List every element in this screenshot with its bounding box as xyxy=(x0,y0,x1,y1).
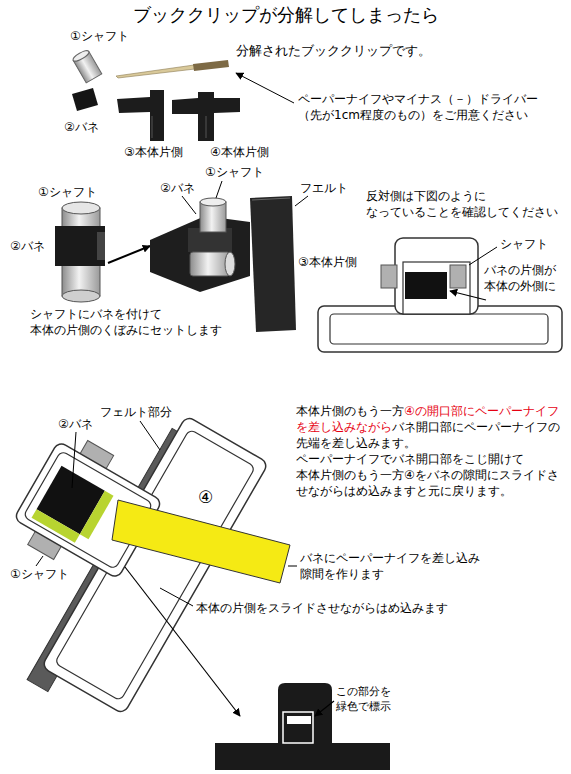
part-label: ②バネ xyxy=(58,416,93,432)
note-text: ペーパーナイフやマイナス（－）ドライバー （先が1cm程度のもの）をご用意くださ… xyxy=(298,91,540,123)
part-label: フェルト部分 xyxy=(100,404,172,420)
note-text: 分解されたブッククリップです。 xyxy=(236,42,431,59)
shaft-tab xyxy=(381,265,397,288)
groove xyxy=(152,116,153,138)
shaft-bolt xyxy=(190,252,230,276)
marked-area xyxy=(287,716,311,724)
assembled-half-photo xyxy=(150,196,296,332)
instruction-text: ペーパーナイフでバネ開口部をこじ開けて xyxy=(296,451,564,467)
shaft-end xyxy=(62,202,100,214)
shaft-end xyxy=(62,290,100,302)
instruction-text: 本体片側のもう一方 xyxy=(296,404,404,418)
part-label: ①シャフト xyxy=(205,164,264,180)
leader-line xyxy=(216,181,222,198)
part-label: フエルト xyxy=(300,180,348,196)
knife-handle xyxy=(193,60,229,71)
felt-bar xyxy=(250,196,296,332)
shaft-tab xyxy=(450,265,466,288)
knife-blade xyxy=(116,65,195,78)
leader-line xyxy=(288,566,297,567)
marked-area xyxy=(283,712,313,743)
note-text: 本体の片側をスライドさせながらはめ込みます xyxy=(196,600,448,616)
leader-line xyxy=(182,196,196,214)
shaft-end xyxy=(225,252,235,276)
pointer-arrow xyxy=(125,567,240,716)
instruction-text: 本体片側のもう一方④をバネの隙間にスライドさせながらはめ込みますと元に戻ります。 xyxy=(296,467,564,499)
note-text: 反対側は下図のように なっていることを確認してください xyxy=(366,188,560,220)
spring xyxy=(55,226,105,266)
spring-green-mark xyxy=(32,509,80,543)
page-title: ブッククリップが分解してしまったら xyxy=(0,3,571,27)
note-text: バネにペーパーナイフを差し込み 隙間を作ります xyxy=(300,550,482,582)
instruction-paragraph: 本体片側のもう一方④の開口部にペーパーナイフを差し込みながらバネ開口部にペーパー… xyxy=(296,403,564,499)
note-text: バネの片側が 本体の外側に xyxy=(484,262,558,294)
note-text: この部分を 緑色で標示 xyxy=(336,684,393,714)
spring xyxy=(405,272,447,299)
leader-line xyxy=(36,556,43,566)
spring-edge xyxy=(97,232,105,260)
part-label: ③本体片側 xyxy=(124,144,183,160)
leader-line xyxy=(160,588,193,606)
spring-part xyxy=(72,88,98,111)
part-label: ②バネ xyxy=(10,238,45,254)
body-top-outer xyxy=(395,238,478,314)
shaft-end xyxy=(200,198,226,206)
part-label: ①シャフト xyxy=(10,566,69,582)
part-label: ④本体片側 xyxy=(210,144,269,160)
paper-knife xyxy=(112,500,290,583)
part-label: ①シャフト xyxy=(70,28,129,44)
leader-line xyxy=(469,247,497,265)
shaft-with-spring xyxy=(55,202,105,302)
part-label: ②バネ xyxy=(160,180,195,196)
pointer-arrow xyxy=(315,701,334,716)
groove xyxy=(206,116,207,138)
pointer-arrow xyxy=(236,73,294,103)
part-label: ③本体片側 xyxy=(298,254,357,270)
pointer-arrow xyxy=(450,291,486,300)
paper-knife xyxy=(116,60,229,78)
shaft-end xyxy=(72,49,91,63)
felt-edge xyxy=(252,198,290,200)
part-label: シャフト xyxy=(500,236,548,252)
leader-line xyxy=(140,421,160,450)
callout-number: ④ xyxy=(198,486,213,509)
body-top-inner xyxy=(403,262,470,314)
leader-line xyxy=(295,196,308,206)
shaft-part xyxy=(72,49,102,83)
body-bar-inner xyxy=(330,314,548,344)
step-arrow xyxy=(108,246,150,263)
leader-line xyxy=(72,432,76,488)
part-label: ②バネ xyxy=(64,119,99,135)
caption-text: シャフトにバネを付けて 本体の片側のくぼみにセットします xyxy=(30,306,224,338)
body-half-4 xyxy=(172,92,240,141)
body-half-3 xyxy=(117,90,164,141)
part-label: ①シャフト xyxy=(38,184,97,200)
spring-green-mark xyxy=(80,491,114,539)
